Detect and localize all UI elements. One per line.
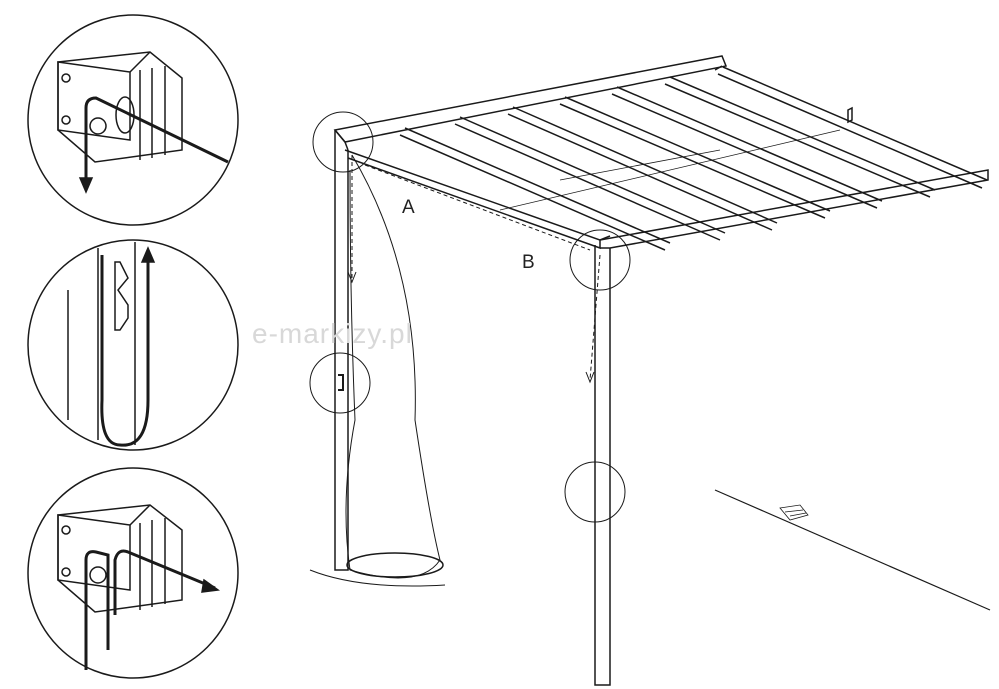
label-a: A	[402, 197, 415, 218]
detail-circle-top	[27, 14, 239, 226]
pergola-frame	[309, 55, 991, 686]
detail-circle-bottom	[27, 467, 239, 679]
label-b: B	[522, 252, 535, 273]
detail-circle-middle	[27, 239, 239, 451]
watermark: e-markizy.pl	[252, 318, 413, 349]
